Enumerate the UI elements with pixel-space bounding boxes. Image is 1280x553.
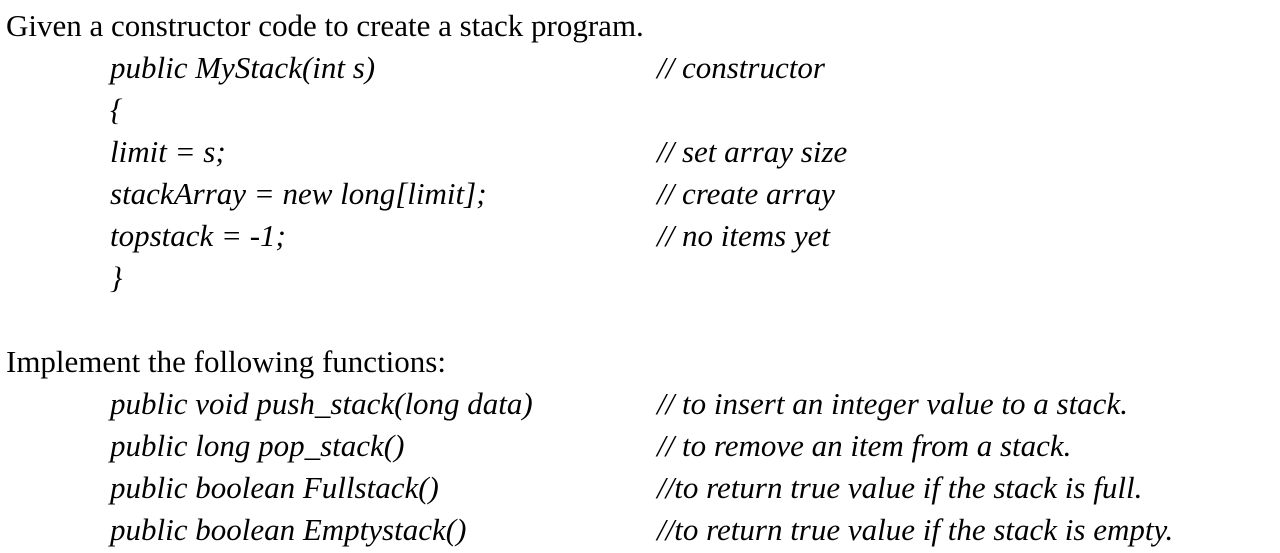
code-text: } — [110, 260, 123, 295]
code-line: } — [0, 257, 1280, 299]
code-line: public void push_stack(long data) // to … — [0, 383, 1280, 425]
code-text: { — [110, 92, 123, 127]
constructor-code-block: public MyStack(int s) // constructor { l… — [0, 47, 1280, 299]
code-text: topstack = -1; — [110, 218, 286, 253]
code-text: public long pop_stack() — [110, 428, 405, 463]
code-text: stackArray = new long[limit]; — [110, 176, 487, 211]
code-line: stackArray = new long[limit]; // create … — [0, 173, 1280, 215]
comment-text: //to return true value if the stack is f… — [657, 470, 1143, 505]
code-line: public boolean Fullstack() //to return t… — [0, 467, 1280, 509]
comment-text: //to return true value if the stack is e… — [657, 512, 1174, 547]
code-line: public boolean Emptystack() //to return … — [0, 509, 1280, 551]
comment-text: // to remove an item from a stack. — [657, 428, 1072, 463]
intro-text: Given a constructor code to create a sta… — [6, 8, 644, 43]
comment-text: // to insert an integer value to a stack… — [657, 386, 1128, 421]
functions-code-block: public void push_stack(long data) // to … — [0, 383, 1280, 551]
code-text: limit = s; — [110, 134, 226, 169]
comment-text: // set array size — [657, 134, 848, 169]
implement-heading: Implement the following functions: — [6, 344, 446, 379]
code-line: limit = s; // set array size — [0, 131, 1280, 173]
comment-text — [657, 89, 1280, 131]
comment-text: // no items yet — [657, 218, 831, 253]
code-line: public long pop_stack() // to remove an … — [0, 425, 1280, 467]
comment-text: // constructor — [657, 50, 825, 85]
comment-text — [657, 257, 1280, 299]
code-line: public MyStack(int s) // constructor — [0, 47, 1280, 89]
code-text: public MyStack(int s) — [110, 50, 376, 85]
code-line: topstack = -1; // no items yet — [0, 215, 1280, 257]
code-text: public boolean Emptystack() — [110, 512, 467, 547]
code-line: { — [0, 89, 1280, 131]
code-text: public boolean Fullstack() — [110, 470, 439, 505]
spacer — [0, 299, 1280, 341]
code-text: public void push_stack(long data) — [110, 386, 533, 421]
comment-text: // create array — [657, 176, 835, 211]
